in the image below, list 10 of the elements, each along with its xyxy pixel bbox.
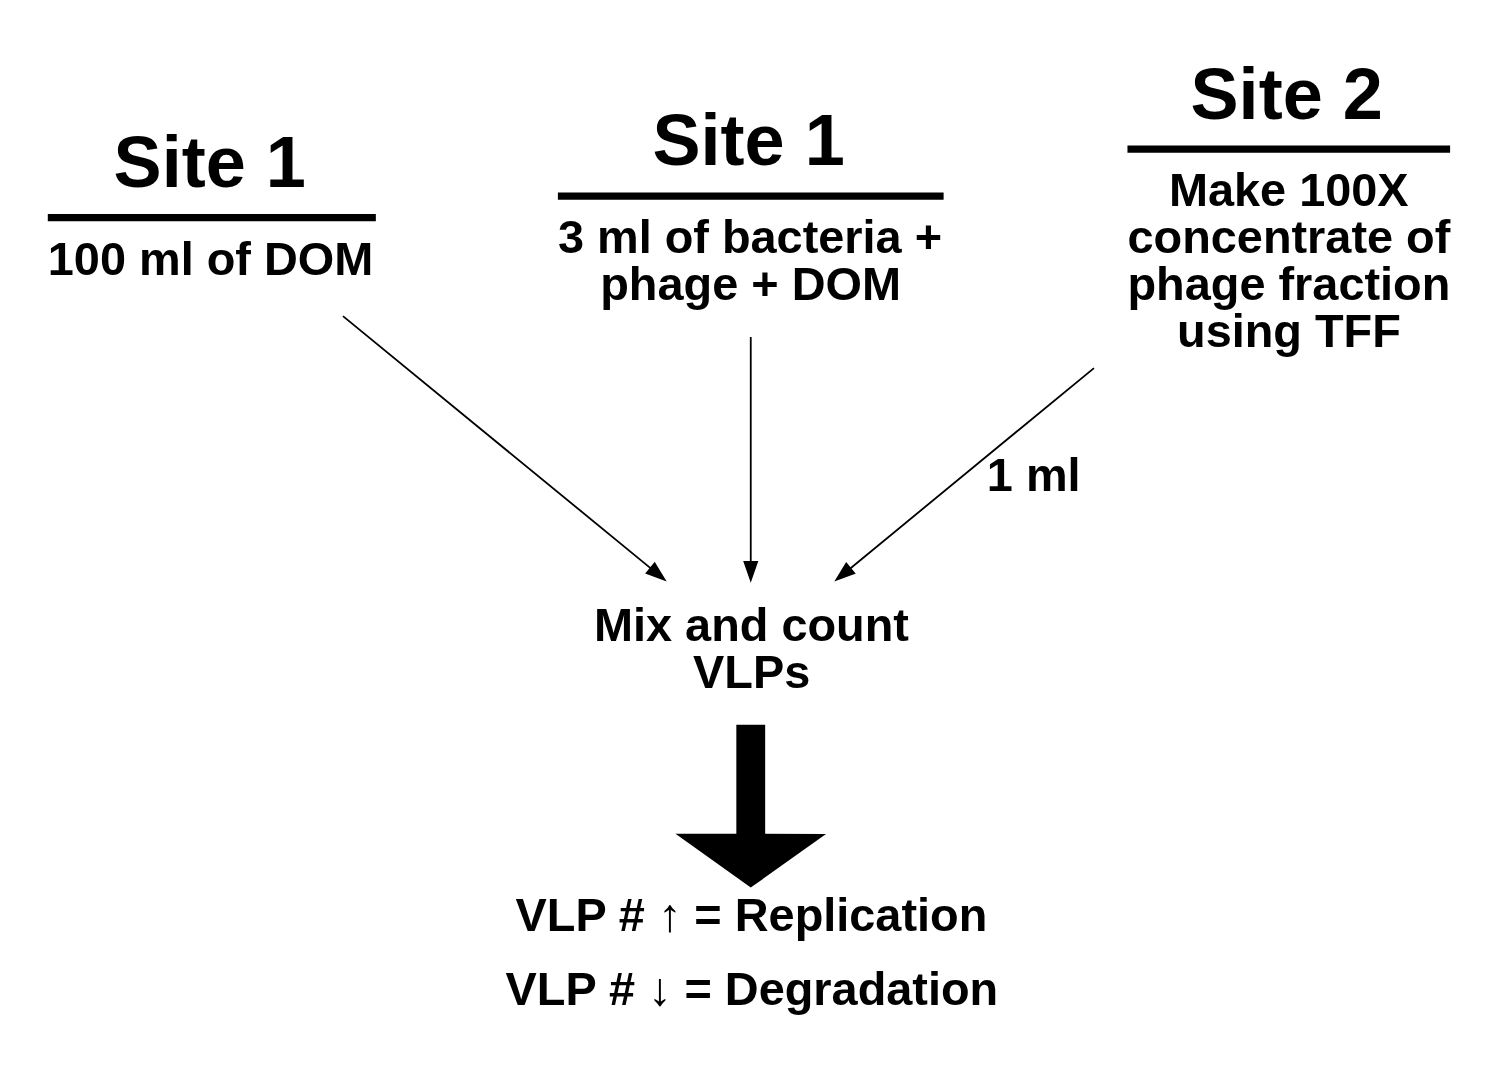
node-text: Site 1 100 ml of DOM <box>47 121 374 285</box>
arrow <box>834 366 1095 582</box>
arrow <box>743 335 759 583</box>
arrow <box>675 724 827 888</box>
node-text: Mix and count VLPs <box>593 598 909 698</box>
arrow <box>342 314 667 581</box>
node-text: Site 2 Make 100X concentrate of phage fraction using TFF <box>1127 53 1451 357</box>
node-text: Site 1 3 ml of bacteria + phage + DOM <box>557 99 943 310</box>
edge-label: 1 ml <box>986 448 1081 501</box>
node-text: VLP # ↑ = Replication VLP # ↓ = Degradation <box>505 888 999 1015</box>
